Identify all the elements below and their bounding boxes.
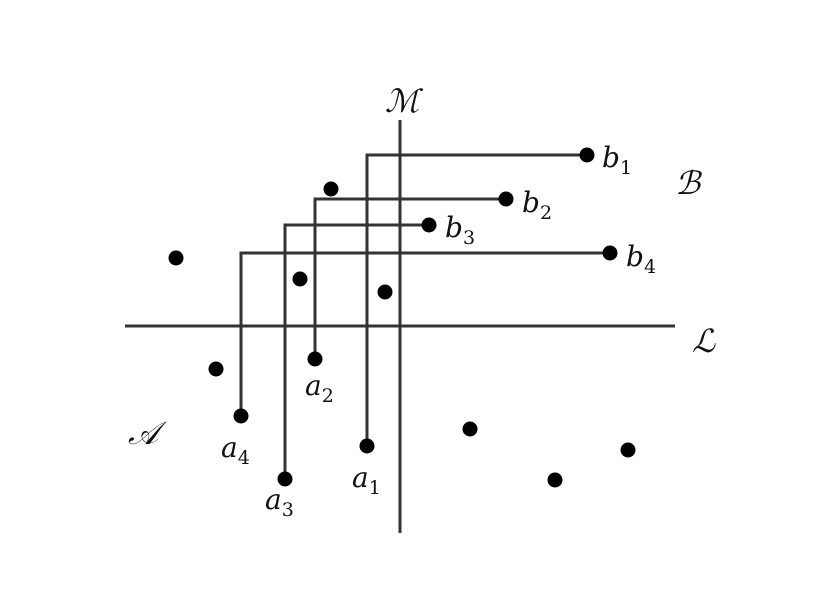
region-label-B: ℬ bbox=[675, 164, 703, 202]
label-b3: b3 bbox=[445, 211, 475, 249]
point-a4 bbox=[233, 408, 249, 424]
label-b3-sub: 3 bbox=[463, 227, 475, 249]
point-unlabeled bbox=[620, 442, 636, 458]
point-a1 bbox=[359, 438, 375, 454]
connector-a4-b4 bbox=[239, 251, 610, 416]
point-unlabeled bbox=[547, 472, 563, 488]
point-a3 bbox=[277, 471, 293, 487]
label-a3-sub: 3 bbox=[282, 499, 294, 521]
label-b4: b4 bbox=[626, 240, 656, 278]
label-a2-base: a bbox=[305, 369, 322, 402]
label-b2: b2 bbox=[522, 186, 552, 224]
point-a2 bbox=[307, 351, 323, 367]
label-a4: a4 bbox=[221, 431, 250, 469]
label-a2: a2 bbox=[305, 369, 334, 407]
point-b4 bbox=[602, 245, 618, 261]
point-b2 bbox=[498, 191, 514, 207]
label-b2-base: b bbox=[522, 186, 540, 219]
connector-a2-b2 bbox=[313, 197, 506, 359]
label-a4-sub: 4 bbox=[238, 447, 250, 469]
point-unlabeled bbox=[292, 271, 308, 287]
point-unlabeled bbox=[208, 361, 224, 377]
point-b3 bbox=[421, 217, 437, 233]
label-a1-sub: 1 bbox=[369, 477, 381, 499]
label-a1: a1 bbox=[352, 461, 381, 499]
label-a3-base: a bbox=[265, 483, 282, 516]
region-label-L: ℒ bbox=[692, 322, 716, 360]
region-label-M: ℳ bbox=[385, 82, 424, 120]
point-unlabeled bbox=[168, 250, 184, 266]
label-b4-base: b bbox=[626, 240, 644, 273]
label-a3: a3 bbox=[265, 483, 294, 521]
label-b2-sub: 2 bbox=[540, 202, 552, 224]
label-b4-sub: 4 bbox=[644, 256, 656, 278]
label-a4-base: a bbox=[221, 431, 238, 464]
point-unlabeled bbox=[377, 284, 393, 300]
connector-a3-b3 bbox=[283, 223, 429, 479]
label-b1-base: b bbox=[602, 141, 620, 174]
label-b3-base: b bbox=[445, 211, 463, 244]
region-label-A: 𝒜 bbox=[128, 414, 167, 452]
point-unlabeled bbox=[462, 421, 478, 437]
point-b1 bbox=[579, 147, 595, 163]
connector-a1-b1 bbox=[365, 153, 587, 446]
label-a2-sub: 2 bbox=[322, 385, 334, 407]
label-b1-sub: 1 bbox=[620, 157, 632, 179]
point-unlabeled bbox=[323, 181, 339, 197]
label-b1: b1 bbox=[602, 141, 632, 179]
label-a1-base: a bbox=[352, 461, 369, 494]
